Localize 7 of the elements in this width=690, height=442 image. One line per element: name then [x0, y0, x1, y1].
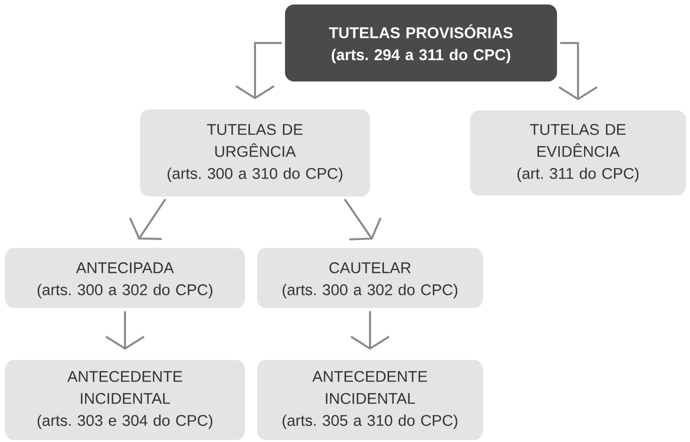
category-box: ANTECIPADA (arts. 300 a 302 do CPC)	[5, 248, 245, 308]
category-box: TUTELAS DE EVIDÊNCIA (art. 311 do CPC)	[470, 110, 686, 196]
category-box: ANTECEDENTE INCIDENTAL (arts. 303 e 304 do CPC)	[5, 360, 245, 440]
title-box: TUTELAS PROVISÓRIAS (arts. 294 a 311 do CPC)	[285, 4, 557, 82]
category-box: CAUTELAR (arts. 300 a 302 do CPC)	[257, 248, 483, 308]
category-box: ANTECEDENTE INCIDENTAL (arts. 305 a 310 do CPC)	[257, 360, 483, 440]
category-box: TUTELAS DE URGÊNCIA (arts. 300 a 310 do CPC)	[140, 110, 370, 196]
